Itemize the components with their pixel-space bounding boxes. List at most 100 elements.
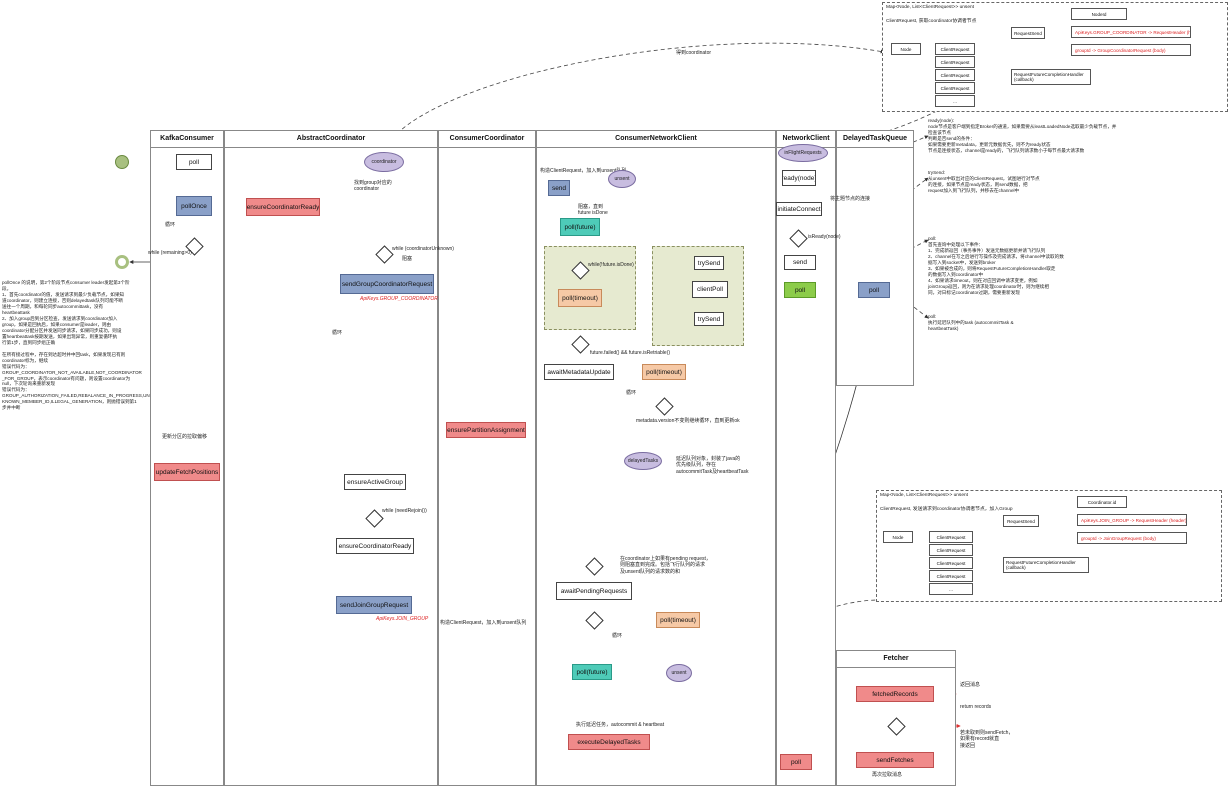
nc-poll-node[interactable]: poll [784,282,816,298]
decision-await [585,611,604,630]
decision-future-failed [571,335,590,354]
retry-label: 循环 [626,390,637,396]
retry-label: 循环 [612,633,623,639]
try-send-node[interactable]: trySend [694,256,724,270]
fetched-records-node[interactable]: fetchedRecords [856,686,934,702]
ready-node-node[interactable]: ready(node) [782,170,816,186]
return-records-label: return records [960,704,992,710]
lane-title: Fetcher [837,651,955,668]
ready-description: ready(node): node节点是客户端到指定Broker的通道，如果需要… [928,118,1117,153]
lane-title: AbstractCoordinator [225,131,437,148]
delayed-task-queue-note: 延迟队列对象，封装了java的 优先级队列，存在 autocommitTask及… [676,456,749,475]
api-join-group-label: ApiKeys.JOIN_GROUP [376,616,429,622]
poll-once-node[interactable]: pollOnce [176,196,212,216]
while-need-rejoin-label: while (needRejoin()) [382,508,427,514]
client-poll-node[interactable]: clientPoll [692,281,728,298]
panel-client-request-cell: ClientRequest [935,56,975,68]
decision-records [887,717,906,736]
wire-unsent2-panel [689,598,881,673]
send-node[interactable]: send [548,180,570,196]
nc-send-node[interactable]: send [784,255,816,270]
lane-title: DelayedTaskQueue [837,131,913,148]
delayed-tasks-ellipse: delayedTasks [624,452,662,470]
panel-title: Map<Node, List<ClientRequest>> unsent [880,493,968,498]
end-node [115,255,129,269]
panel-client-request-cell: ClientRequest [929,544,973,556]
update-fetch-positions-label: 更新分区的拉取偏移 [162,434,208,440]
poll-node[interactable]: poll [176,154,212,170]
update-fetch-positions-node[interactable]: updateFetchPositions [154,463,220,481]
initiate-connect-node[interactable]: initiateConnect [776,202,822,216]
try-send-description: trySend: 从unsent中取出对应的ClientRequest，试图进行… [928,170,1040,193]
retry-label: 循环 [332,330,343,336]
api-group-coordinator-label: ApiKeys.GROUP_COORDINATOR [360,296,438,302]
panel-client-request-cell: ClientRequest [935,82,975,94]
lane-delayed-task-queue: DelayedTaskQueue [836,130,914,386]
unsent-map-panel-top: Map<Node, List<ClientRequest>> unsent Cl… [882,2,1228,112]
send-to-node-label: 将主題节点的连接 [830,196,871,202]
poll-timeout-3-node[interactable]: poll(timeout) [656,612,700,628]
panel-client-request-cell: ClientRequest [929,557,973,569]
unsent-map-panel-bottom: Map<Node, List<ClientRequest>> unsent Cl… [876,490,1222,602]
panel-node-cell: Node [891,43,921,55]
panel-client-request-cell: ClientRequest [929,570,973,582]
retry-label: 循环 [165,222,176,228]
execute-task-label: 执行延迟任务，autocommit & heartbeat [576,722,665,728]
poll-timeout-2-node[interactable]: poll(timeout) [642,364,686,380]
poll-future-2-node[interactable]: poll(future) [572,664,612,680]
poll-timeout-node[interactable]: poll(timeout) [558,289,602,307]
fetcher-poll-node[interactable]: poll [780,754,812,770]
panel-api-keys-cell: ApiKeys.JOIN_GROUP -> RequestHeader (hea… [1077,514,1187,526]
while-coordinator-unknown-label: while (coordinatorUnknown) [392,246,454,252]
panel-node-cell: Node [883,531,913,543]
decision-metadata [655,397,674,416]
decision-coordinator-unknown [375,245,394,264]
is-ready-label: isReady(node) [808,234,841,240]
decision-is-ready [789,229,808,248]
metadata-version-label: metadata.version不变则继续循环，直到更新ok [636,418,740,424]
panel-title: Map<Node, List<ClientRequest>> unsent [886,5,974,10]
while-remaining-label: while (remaining>0) [148,250,192,256]
try-send-2-node[interactable]: trySend [694,312,724,326]
await-pending-requests-node[interactable]: awaitPendingRequests [556,582,632,600]
await-metadata-update-node[interactable]: awaitMetadataUpdate [544,364,614,380]
lane-title: ConsumerNetworkClient [537,131,775,148]
pull-messages-label: 返回消息 [960,682,981,688]
panel-client-request-cell: ClientRequest [935,43,975,55]
context-poll-loop [544,246,636,330]
in-flight-requests-ellipse: inFlightRequests [778,144,828,162]
ensure-active-group-node[interactable]: ensureActiveGroup [344,474,406,490]
lane-title: ConsumerCoordinator [439,131,535,148]
send-fetches-node[interactable]: sendFetches [856,752,934,768]
ensure-partition-assignment-node[interactable]: ensurePartitionAssignment [446,422,526,438]
no-records-fetch-label: 若未取到则sendFetch， 如果有record就直 接返回 [960,730,1014,749]
poll-future-node[interactable]: poll(future) [560,218,600,236]
future-failed-label: future.failed() && future.isRetriable() [590,350,671,356]
send-group-coordinator-request-node[interactable]: sendGroupCoordinatorRequest [340,274,434,294]
panel-coordinator-id-cell: Coordinator.id [1077,496,1127,508]
reuse-pull-label: 再次拉取消息 [872,772,903,778]
panel-client-request-cell: ... [935,95,975,107]
panel-client-request-cell: ClientRequest [935,69,975,81]
unsent-2-ellipse: unsent [666,664,692,682]
ensure-coordinator-ready-node[interactable]: ensureCoordinatorReady [246,198,320,216]
lane-abstract-coordinator: AbstractCoordinator [224,130,438,786]
poll-description: poll: 首先查询中处理以下事件： 1、完成新返回（事务事件）发送元数据更新并… [928,236,1064,295]
lane-network-client: NetworkClient [776,130,836,786]
panel-subtitle: ClientRequest, 发送请求到coordinator协调者节点，加入G… [880,507,1013,512]
send-join-group-request-node[interactable]: sendJoinGroupRequest [336,596,412,614]
panel-handler-cell: RequestFutureCompletionHandler (callback… [1011,69,1091,85]
execute-delayed-tasks-node[interactable]: executeDelayedTasks [568,734,650,750]
get-coordinator-label: 得到coordinator [676,50,712,56]
start-node [115,155,129,169]
left-description: pollOnce 的说明，第2个阶段节点consumer leader发起第3个… [2,280,150,411]
ensure-coordinator-ready-2-node[interactable]: ensureCoordinatorReady [336,538,414,554]
lane-kafka-consumer: KafkaConsumer [150,130,224,786]
find-coordinator-label: 找到group对应的 coordinator [354,180,392,193]
wrap-client-request-label: 构造ClientRequest，加入到unsent队列 [540,168,627,174]
dtq-poll-node[interactable]: poll [858,282,890,298]
panel-handler-cell: RequestFutureCompletionHandler (callback… [1003,557,1089,573]
coordinator-ellipse: coordinator [364,152,404,172]
panel-api-keys-cell: ApiKeys.GROUP_COORDINATOR -> RequestHead… [1071,26,1191,38]
decision-pending [585,557,604,576]
